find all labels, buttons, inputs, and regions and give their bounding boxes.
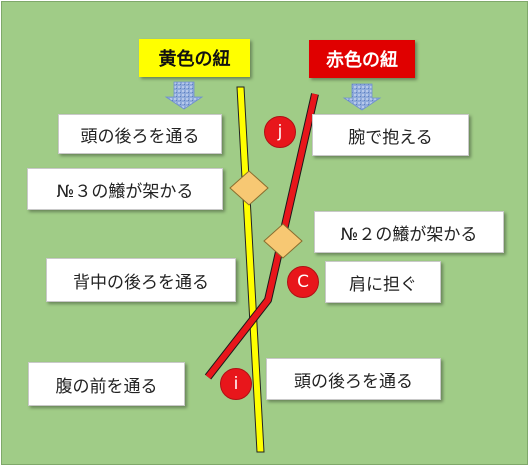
marker-c: C: [287, 266, 319, 298]
yellow-down-arrow: [164, 81, 204, 110]
red-cord-outline: [204, 93, 319, 380]
no3-diamond: [229, 170, 269, 206]
label-head-back-bottom: 頭の後ろを通る: [266, 358, 441, 400]
no2-diamond: [263, 223, 303, 259]
red-cord-title: 赤色の紐: [309, 40, 415, 78]
red-down-arrow: [342, 83, 382, 111]
marker-j: j: [264, 116, 296, 148]
label-shoulder: 肩に担ぐ: [325, 261, 441, 303]
label-no3: №３の鱶が架かる: [27, 168, 223, 210]
marker-i: i: [220, 368, 252, 400]
label-no2: №２の鱶が架かる: [314, 211, 504, 253]
label-hold-arm: 腕で抱える: [312, 114, 469, 156]
yellow-cord-title: 黄色の紐: [139, 39, 250, 77]
label-head-back-top: 頭の後ろを通る: [58, 114, 222, 154]
red-cord: [205, 93, 318, 379]
label-belly-front: 腹の前を通る: [28, 362, 185, 406]
label-back-behind: 背中の後ろを通る: [46, 258, 236, 302]
